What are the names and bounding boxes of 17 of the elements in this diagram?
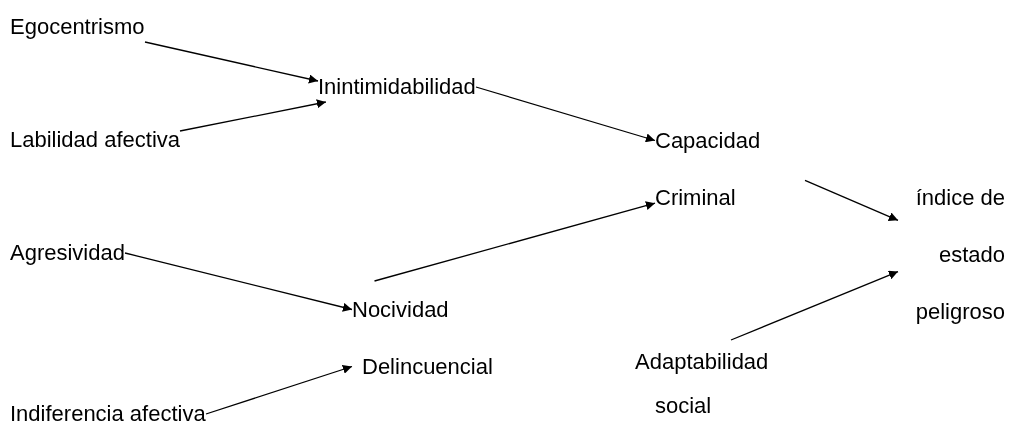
node-label: Agresividad <box>10 238 125 268</box>
arrow <box>124 252 353 312</box>
node-label: Indiferencia afectiva <box>10 400 206 428</box>
node-label: Capacidad Criminal <box>655 112 805 226</box>
node-label: Labilidad afectiva <box>10 125 180 155</box>
node-label: Nocividad Delincuencial <box>352 281 502 395</box>
arrow <box>475 86 656 143</box>
arrow <box>205 365 353 415</box>
node-label: Adaptabilidad social <box>635 340 795 428</box>
arrow <box>373 201 656 282</box>
arrow <box>179 99 327 132</box>
arrow <box>804 179 899 221</box>
arrow <box>730 270 899 341</box>
node-label: Egocentrismo <box>10 12 145 42</box>
node-label: Inintimidabilidad <box>318 72 476 102</box>
arrow <box>144 41 319 84</box>
node-label: índice de estado peligroso <box>898 169 1005 340</box>
